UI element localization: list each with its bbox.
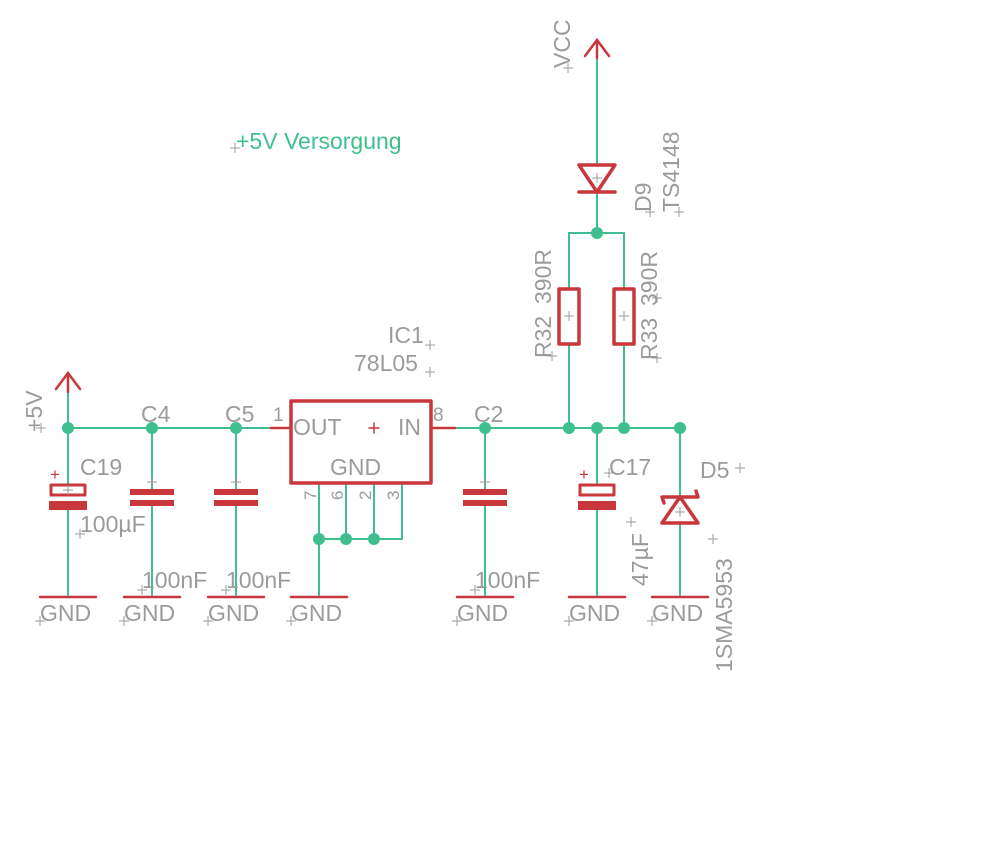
ic1-name: IC1 (388, 322, 424, 348)
c17-value: 47µF (627, 533, 653, 586)
c2-value: 100nF (475, 567, 540, 593)
gnd-label: GND (208, 600, 259, 626)
supply-vcc: VCC (549, 19, 611, 73)
r32-name: R32 (530, 316, 556, 358)
ic1-gnd-pin-2: 2 (356, 491, 375, 500)
ic1-gnd-pin-3: 3 (384, 491, 403, 500)
resistor-r33: R33 390R (612, 251, 662, 363)
c19-polarity-mark: + (50, 465, 60, 484)
r32-value: 390R (530, 249, 556, 304)
ic1-gnd-pin-7: 7 (301, 491, 320, 500)
gnd-label: GND (569, 600, 620, 626)
c17-name: C17 (609, 454, 651, 480)
r33-name: R33 (636, 318, 662, 360)
vcc-label: VCC (549, 19, 575, 68)
wires (67, 43, 681, 596)
capacitor-c19: + C19 100µF (49, 454, 146, 539)
c5-value: 100nF (226, 567, 291, 593)
gnd-label: GND (291, 600, 342, 626)
junctions (62, 227, 686, 545)
gnd-symbol: GND (119, 595, 182, 626)
c4-name: C4 (141, 401, 171, 427)
c19-value: 100µF (80, 511, 146, 537)
ic1-gnd-pin-6: 6 (328, 491, 347, 500)
c2-name: C2 (474, 401, 503, 427)
d5-name: D5 (700, 457, 729, 483)
gnd-label: GND (124, 600, 175, 626)
c4-value: 100nF (142, 567, 207, 593)
gnd-label: GND (652, 600, 703, 626)
capacitor-c17: + C17 47µF (578, 454, 653, 586)
capacitor-c2: C2 100nF (463, 401, 540, 595)
regulator-ic1: OUT IN GND 1 8 7 6 2 3 IC1 78L05 (269, 322, 457, 500)
d5-value: 1SMA5953 (711, 558, 737, 672)
gnd-label: GND (40, 600, 91, 626)
gnd-symbols: GND GND GND GND GND GND (35, 595, 710, 626)
title-text: +5V Versorgung (236, 128, 402, 154)
gnd-symbol: GND (286, 595, 349, 626)
diode-d9: D9 TS4148 (577, 131, 684, 217)
d9-value: TS4148 (658, 131, 684, 212)
ic1-in-label: IN (398, 414, 421, 440)
gnd-symbol: GND (647, 595, 710, 626)
ic1-gnd-label: GND (330, 454, 381, 480)
plus5v-label: +5V (21, 390, 47, 432)
schematic-title: +5V Versorgung (230, 128, 402, 154)
d9-name: D9 (630, 183, 656, 212)
resistor-r32: R32 390R (530, 249, 581, 361)
capacitor-c4: C4 100nF (130, 401, 207, 595)
c5-name: C5 (225, 401, 254, 427)
ic1-out-label: OUT (293, 414, 342, 440)
gnd-symbol: GND (564, 595, 627, 626)
gnd-symbol: GND (35, 595, 98, 626)
gnd-symbol: GND (203, 595, 266, 626)
capacitor-c5: C5 100nF (214, 401, 291, 595)
supply-plus5v: +5V (21, 370, 82, 433)
r33-value: 390R (636, 251, 662, 306)
gnd-label: GND (457, 600, 508, 626)
zener-diode-d5: D5 1SMA5953 (660, 457, 745, 672)
ic1-pin-in-number: 8 (433, 405, 444, 426)
ic1-value: 78L05 (354, 350, 418, 376)
c19-name: C19 (80, 454, 122, 480)
ic1-pin-out-number: 1 (273, 405, 284, 426)
gnd-symbol: GND (452, 595, 515, 626)
c17-polarity-mark: + (579, 465, 589, 484)
